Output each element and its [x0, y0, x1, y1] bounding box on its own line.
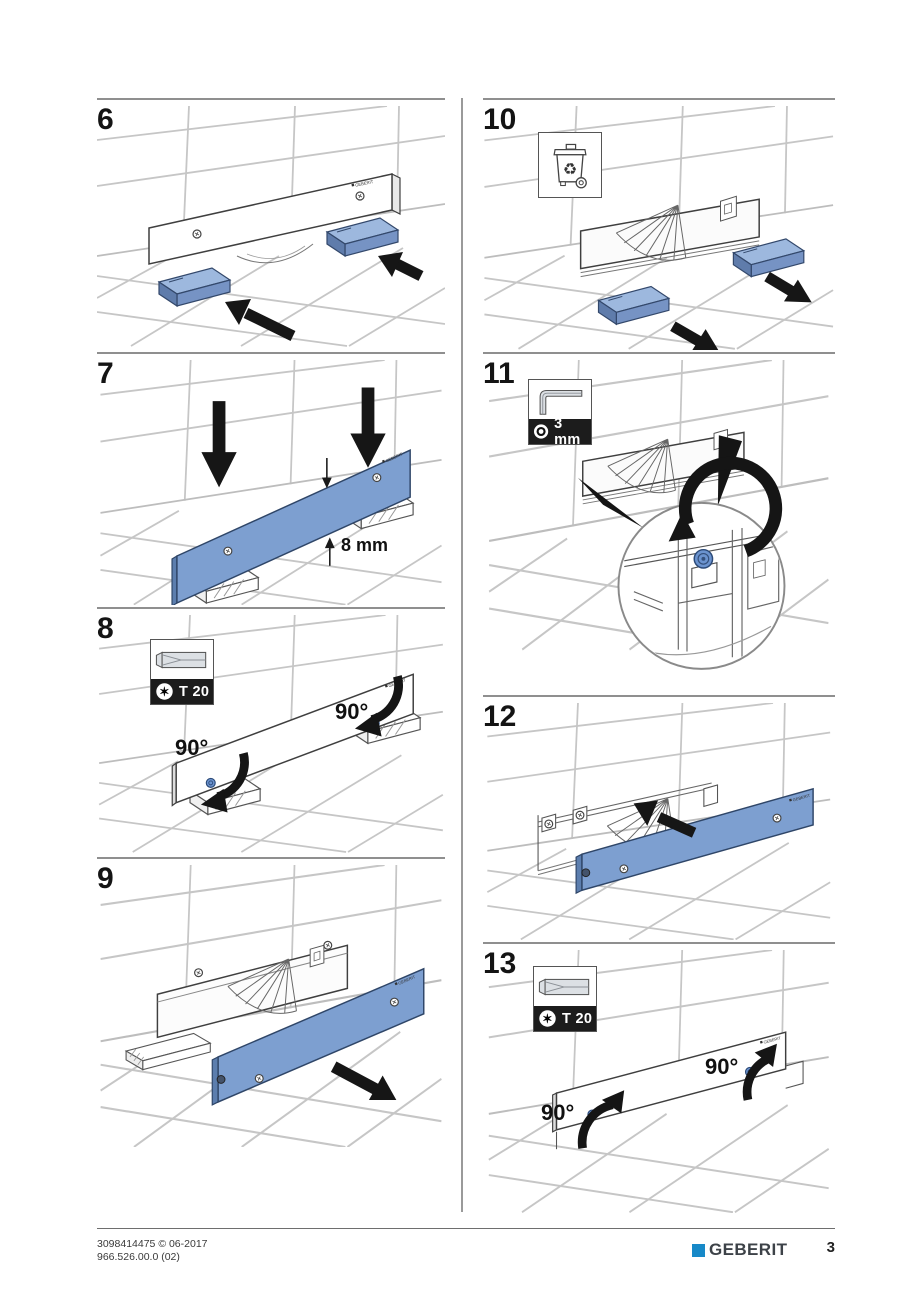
svg-text:✶: ✶ — [159, 685, 170, 699]
step-9-illustration: GEBERIT — [99, 865, 443, 1147]
panel-logo: GEBERIT — [351, 179, 374, 188]
bottom-rail — [124, 1032, 212, 1071]
tool-label-band: 3 mm — [529, 416, 591, 448]
step-13-number: 13 — [483, 947, 517, 980]
step-8-illustration: GEBERIT — [98, 615, 444, 853]
page-number: 3 — [826, 1239, 835, 1256]
gap-markers — [321, 458, 335, 566]
tool-label-band: ✶ T 20 — [151, 679, 213, 704]
pull-arrow-right — [764, 271, 812, 303]
adjustment-screw — [693, 548, 714, 569]
press-arrow-left — [201, 401, 237, 488]
step-9-section: 9 — [97, 857, 445, 1151]
panel-logo: GEBERIT — [759, 1035, 782, 1045]
rotate-arrow-left — [577, 1090, 625, 1149]
geberit-logo: GEBERIT — [692, 1240, 787, 1260]
angle-label-right: 90° — [705, 1054, 739, 1079]
footer-doc-number: 3098414475 © 06-2017 — [97, 1238, 208, 1250]
rotation-arrow — [668, 456, 783, 558]
tool-size-label: 3 mm — [554, 415, 581, 448]
svg-text:✶: ✶ — [542, 1012, 553, 1026]
step-8-number: 8 — [97, 612, 114, 645]
svg-text:GEBERIT: GEBERIT — [355, 179, 374, 188]
cover-panel-blue: GEBERIT — [575, 787, 814, 895]
svg-text:GEBERIT: GEBERIT — [792, 793, 811, 803]
step-10-number: 10 — [483, 103, 517, 136]
svg-text:GEBERIT: GEBERIT — [763, 1035, 782, 1045]
tool-label-band: ✶ T 20 — [534, 1006, 596, 1031]
step-7-number: 7 — [97, 357, 114, 390]
angle-label-right: 90° — [335, 699, 369, 724]
step-13-section: 13 GEBERIT — [483, 942, 835, 1217]
tool-callout-t20: ✶ T 20 — [533, 966, 597, 1032]
step-8-section: 8 GEBERIT — [97, 607, 445, 859]
svg-text:♻: ♻ — [563, 161, 577, 178]
step-7-illustration: GEBERIT — [99, 360, 443, 605]
rotate-arrow-right — [742, 1043, 777, 1101]
footer-product-code: 966.526.00.0 (02) — [97, 1251, 180, 1263]
step-12-section: 12 GEBERIT — [483, 695, 835, 944]
step-9-number: 9 — [97, 862, 114, 895]
svg-text:GEBERIT: GEBERIT — [397, 974, 416, 986]
remove-arrow — [330, 1061, 397, 1100]
dimension-label: 8 mm — [341, 535, 389, 555]
wall-slot — [579, 195, 760, 278]
torx-icon: ✶ — [539, 1010, 556, 1027]
torx-bit-art — [151, 640, 213, 679]
tool-callout-3mm: 3 mm — [528, 379, 592, 448]
torx-bit-art — [534, 967, 596, 1006]
tool-size-label: T 20 — [179, 683, 210, 700]
pull-arrow-left — [670, 321, 719, 350]
lock-screw-left — [205, 777, 216, 788]
geberit-logo-square — [692, 1243, 705, 1257]
step-13-illustration: GEBERIT — [487, 950, 830, 1213]
wedge-left — [157, 267, 232, 308]
angle-label-left: 90° — [541, 1100, 575, 1125]
footer-doc-info: 3098414475 © 06-2017 966.526.00.0 (02) — [97, 1238, 208, 1264]
step-12-number: 12 — [483, 700, 517, 733]
column-divider — [461, 98, 463, 1212]
angle-label-left: 90° — [175, 735, 209, 760]
magnifier-circle — [617, 456, 786, 670]
step-12-illustration: GEBERIT — [486, 703, 832, 940]
footer-rule — [97, 1228, 835, 1229]
hex-key-art — [529, 380, 591, 419]
rotate-arrow-right — [354, 675, 404, 737]
push-arrow-left — [225, 299, 296, 341]
press-arrow-right — [350, 387, 386, 468]
step-7-section: 7 — [97, 352, 445, 609]
wedge-left — [597, 285, 671, 326]
wall-opening — [156, 940, 349, 1039]
cover-panel-blue: GEBERIT — [211, 967, 425, 1106]
wedge-right — [325, 217, 400, 258]
wedge-right — [731, 238, 806, 278]
step-6-section: 6 GEBERIT — [97, 98, 445, 354]
step-10-section: 10 — [483, 98, 835, 354]
insert-arrow — [633, 800, 697, 838]
torx-icon: ✶ — [156, 683, 173, 700]
rotate-arrow-left — [200, 752, 249, 813]
step-11-section: 11 — [483, 352, 835, 697]
recycle-callout: ♻ — [538, 132, 602, 198]
panel-logo: GEBERIT — [394, 974, 416, 986]
tool-size-label: T 20 — [562, 1010, 593, 1027]
step-11-illustration — [488, 360, 830, 670]
step-6-number: 6 — [97, 103, 114, 136]
geberit-logo-wordmark: GEBERIT — [709, 1240, 788, 1259]
panel-logo: GEBERIT — [789, 793, 811, 803]
step-6-illustration: GEBERIT — [97, 106, 445, 347]
step-11-number: 11 — [483, 357, 515, 390]
step-10-illustration — [483, 106, 834, 350]
hex-socket-icon — [533, 424, 549, 439]
push-arrow-right — [378, 252, 424, 281]
cover-panel: GEBERIT — [148, 173, 401, 265]
recycle-bin-icon: ♻ — [553, 143, 587, 189]
pointer-wedge-left — [577, 477, 644, 528]
pointer-wedge-right — [717, 435, 743, 506]
tool-callout-t20: ✶ T 20 — [150, 639, 214, 705]
